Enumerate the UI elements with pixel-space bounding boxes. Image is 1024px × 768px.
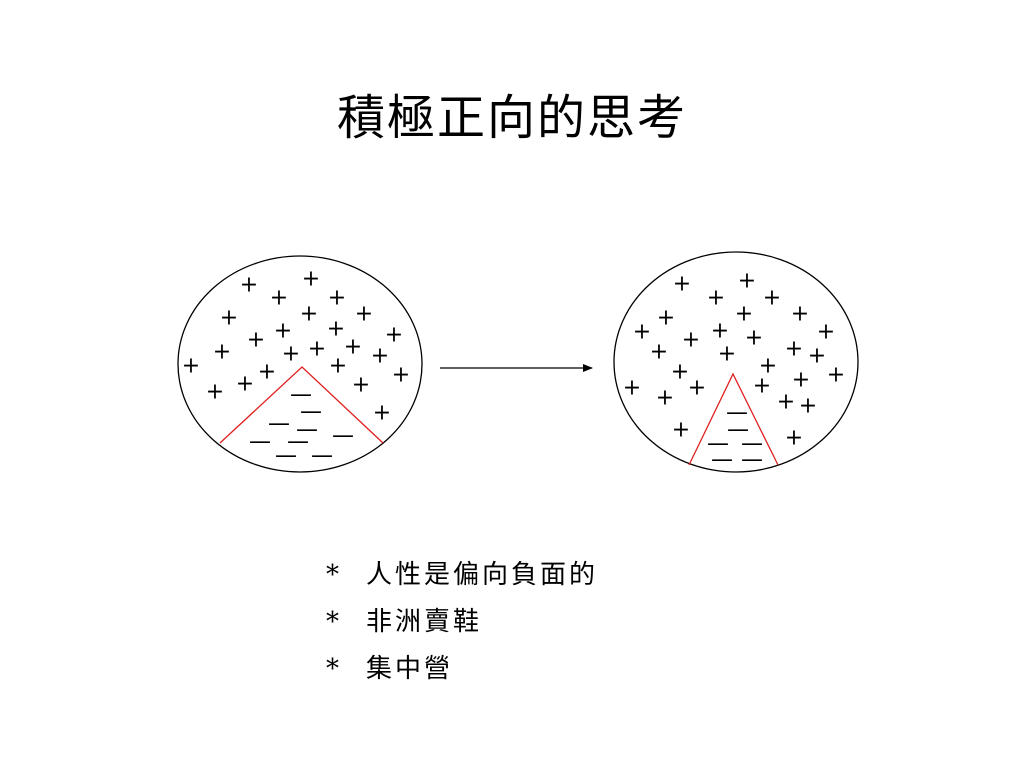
minus-sign: —	[332, 424, 354, 449]
plus-sign: +	[656, 386, 674, 411]
bullet-marker: *	[326, 560, 342, 590]
plus-sign: +	[808, 344, 826, 369]
bullet-marker: *	[326, 607, 342, 637]
minus-sign: —	[249, 430, 271, 455]
plus-sign: +	[650, 340, 668, 365]
bullet-text: 集中營	[366, 654, 454, 684]
after-minus-signs: ——————	[707, 401, 763, 473]
plus-sign: +	[657, 306, 675, 331]
minus-sign: —	[707, 432, 729, 457]
plus-sign: +	[707, 286, 725, 311]
after-circle-group: ++++++++++++++++++++++++++++ ——————	[613, 251, 859, 473]
plus-sign: +	[688, 376, 706, 401]
plus-sign: +	[673, 272, 691, 297]
minus-sign: —	[741, 432, 763, 457]
plus-sign: +	[672, 418, 690, 443]
plus-sign: +	[633, 320, 651, 345]
after-negative-boundary	[688, 372, 779, 466]
bullet-item: * 集中營	[326, 646, 598, 693]
plus-sign: +	[817, 320, 835, 345]
plus-sign: +	[711, 319, 729, 344]
plus-sign: +	[371, 344, 389, 369]
slide-title: 積極正向的思考	[336, 90, 687, 146]
plus-sign: +	[777, 390, 795, 415]
plus-sign: +	[328, 286, 346, 311]
minus-sign: —	[290, 383, 312, 408]
minus-sign: —	[300, 400, 322, 425]
plus-sign: +	[236, 372, 254, 397]
before-negative-boundary	[219, 366, 384, 444]
plus-sign: +	[792, 368, 810, 393]
plus-sign: +	[682, 328, 700, 353]
minus-sign: —	[311, 444, 333, 469]
after-plus-signs: ++++++++++++++++++++++++++++	[623, 269, 845, 451]
bullet-text: 人性是偏向負面的	[366, 560, 599, 590]
plus-sign: +	[300, 302, 318, 327]
plus-sign: +	[753, 374, 771, 399]
plus-sign: +	[745, 326, 763, 351]
bullet-item: * 人性是偏向負面的	[326, 552, 598, 599]
bullet-list: * 人性是偏向負面的 * 非洲賣鞋 * 集中營	[326, 552, 598, 693]
plus-sign: +	[182, 354, 200, 379]
plus-sign: +	[355, 302, 373, 327]
before-circle-group: ++++++++++++++++++++++++ —————————	[177, 255, 423, 473]
minus-sign: —	[741, 448, 763, 473]
plus-sign: +	[738, 269, 756, 294]
minus-sign: —	[726, 401, 748, 426]
before-minus-signs: —————————	[249, 383, 354, 469]
plus-sign: +	[385, 323, 403, 348]
before-plus-signs: ++++++++++++++++++++++++	[182, 267, 410, 426]
plus-sign: +	[302, 267, 320, 292]
plus-sign: +	[308, 337, 326, 362]
minus-sign: —	[287, 430, 309, 455]
plus-sign: +	[763, 286, 781, 311]
plus-sign: +	[373, 401, 391, 426]
plus-sign: +	[344, 335, 362, 360]
plus-sign: +	[206, 380, 224, 405]
plus-sign: +	[213, 340, 231, 365]
minus-sign: —	[711, 448, 733, 473]
plus-sign: +	[327, 317, 345, 342]
plus-sign: +	[623, 376, 641, 401]
plus-sign: +	[270, 286, 288, 311]
plus-sign: +	[392, 363, 410, 388]
bullet-item: * 非洲賣鞋	[326, 599, 598, 646]
plus-sign: +	[671, 360, 689, 385]
minus-sign: —	[296, 418, 318, 443]
plus-sign: +	[258, 360, 276, 385]
after-circle	[613, 251, 859, 473]
minus-sign: —	[268, 412, 290, 437]
plus-sign: +	[274, 319, 292, 344]
bullet-text: 非洲賣鞋	[366, 607, 483, 637]
plus-sign: +	[799, 394, 817, 419]
plus-sign: +	[785, 426, 803, 451]
plus-sign: +	[247, 328, 265, 353]
plus-sign: +	[827, 363, 845, 388]
plus-sign: +	[791, 302, 809, 327]
before-circle	[177, 255, 423, 473]
plus-sign: +	[240, 273, 258, 298]
plus-sign: +	[329, 354, 347, 379]
minus-sign: —	[727, 418, 749, 443]
plus-sign: +	[735, 302, 753, 327]
plus-sign: +	[352, 373, 370, 398]
plus-sign: +	[785, 337, 803, 362]
minus-sign: —	[275, 444, 297, 469]
plus-sign: +	[759, 354, 777, 379]
plus-sign: +	[282, 342, 300, 367]
bullet-marker: *	[326, 654, 342, 684]
plus-sign: +	[718, 342, 736, 367]
plus-sign: +	[220, 306, 238, 331]
